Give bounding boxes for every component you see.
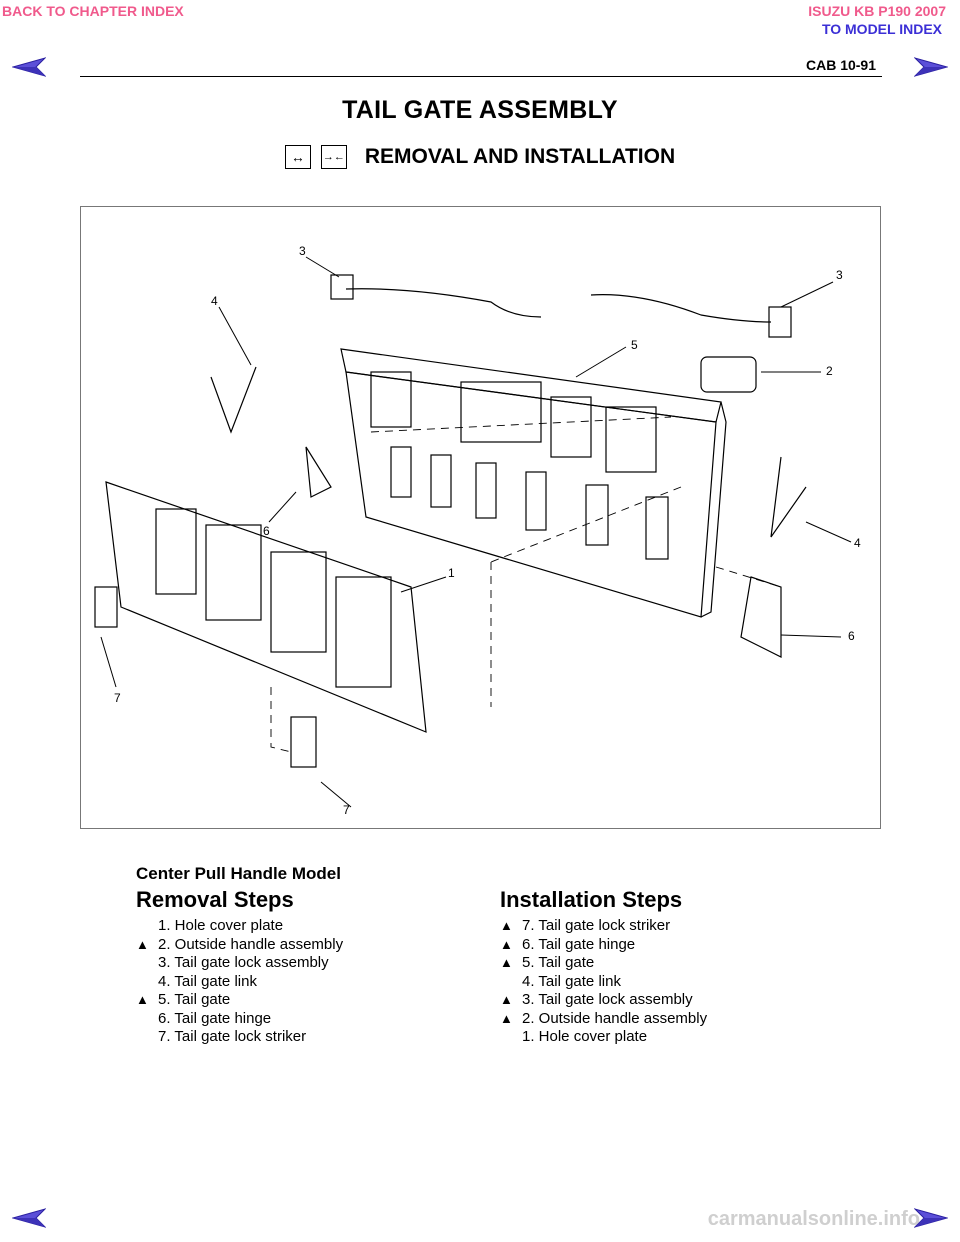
right-lock-assembly — [768, 306, 792, 338]
model-title-link[interactable]: ISUZU KB P190 2007 — [808, 3, 946, 19]
tail-gate-diagram: 3 3 4 5 2 6 4 1 6 7 7 — [94, 244, 861, 817]
callout-label: 4 — [211, 294, 218, 308]
callout-label: 3 — [299, 244, 306, 258]
list-item: 3. Tail gate lock assembly — [158, 954, 329, 971]
removal-steps-heading: Removal Steps — [136, 887, 294, 912]
callout-label: 1 — [448, 566, 455, 580]
list-item: ▲2. Outside handle assembly — [136, 935, 344, 953]
callout-label: 2 — [826, 364, 833, 378]
right-hinge — [740, 576, 782, 658]
callout-label: 6 — [848, 629, 855, 643]
installation-steps-list: ▲7. Tail gate lock striker ▲6. Tail gate… — [500, 917, 707, 1047]
left-striker — [94, 586, 118, 628]
callout-label: 3 — [836, 268, 843, 282]
tail-gate-panel — [340, 348, 727, 618]
left-link — [210, 366, 257, 434]
bottom-striker — [290, 716, 317, 768]
right-cable — [590, 294, 772, 323]
left-hinge — [305, 446, 332, 498]
installation-steps-heading: Installation Steps — [500, 887, 683, 912]
list-item: ▲5. Tail gate — [500, 954, 595, 971]
left-arrow-icon[interactable] — [12, 1208, 46, 1228]
exploded-view-figure: 3 3 4 5 2 6 4 1 6 7 7 — [80, 206, 881, 829]
left-lock-assembly — [330, 274, 354, 300]
header-rule — [80, 76, 882, 77]
model-label: Center Pull Handle Model — [136, 864, 341, 883]
subtitle-row: ↔ →← REMOVAL AND INSTALLATION — [0, 145, 960, 169]
removal-steps-list: 1. Hole cover plate ▲2. Outside handle a… — [136, 917, 343, 1047]
list-item: 1. Hole cover plate — [522, 1028, 648, 1045]
callout-label: 7 — [114, 691, 121, 705]
removal-icon: ↔ — [284, 145, 311, 169]
diagram-callouts: 3 3 4 5 2 6 4 1 6 7 7 — [114, 244, 861, 817]
section-subtitle: REMOVAL AND INSTALLATION — [364, 145, 676, 168]
list-item: 1. Hole cover plate — [158, 917, 284, 934]
right-arrow-icon[interactable] — [914, 57, 948, 77]
left-cable — [345, 288, 542, 318]
list-item: 6. Tail gate hinge — [158, 1009, 272, 1027]
page-reference: CAB 10-91 — [805, 57, 876, 73]
list-item: 4. Tail gate link — [522, 972, 621, 990]
list-item: 7. Tail gate lock striker — [158, 1028, 307, 1045]
list-item: ▲7. Tail gate lock striker — [500, 917, 671, 934]
list-item: 4. Tail gate link — [158, 972, 257, 990]
page-title: TAIL GATE ASSEMBLY — [342, 96, 618, 124]
list-item: ▲3. Tail gate lock assembly — [500, 991, 693, 1008]
callout-label: 4 — [854, 536, 861, 550]
list-item: ▲6. Tail gate hinge — [500, 935, 636, 953]
callout-label: 7 — [343, 803, 350, 817]
hole-cover-plate — [105, 481, 427, 733]
installation-icon: →← — [320, 145, 347, 169]
back-to-chapter-index-link[interactable]: BACK TO CHAPTER INDEX — [2, 3, 184, 19]
right-arrow-icon[interactable] — [914, 1208, 948, 1228]
list-item: ▲2. Outside handle assembly — [500, 1009, 708, 1027]
to-model-index-link[interactable]: TO MODEL INDEX — [821, 21, 942, 37]
right-link — [770, 456, 807, 538]
outside-handle-assembly — [700, 356, 757, 393]
callout-label: 6 — [263, 524, 270, 538]
watermark: carmanualsonline.info — [707, 1208, 920, 1230]
list-item: ▲5. Tail gate — [136, 991, 231, 1008]
left-arrow-icon[interactable] — [12, 57, 46, 77]
callout-label: 5 — [631, 338, 638, 352]
